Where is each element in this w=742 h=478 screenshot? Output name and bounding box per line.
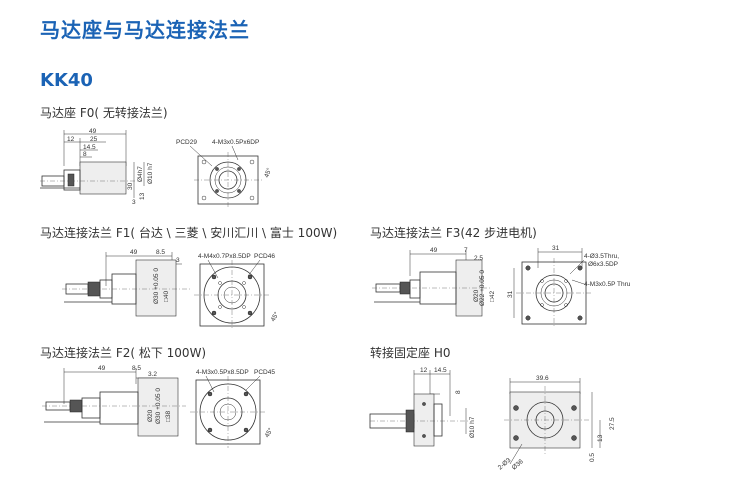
f2-dim: 8.5 (132, 365, 141, 372)
f1-angle-label: 45° (269, 310, 281, 323)
f3-thread-label: 4-M3x0.5P Thru (584, 281, 631, 288)
f0-dim: 14.5 (83, 144, 96, 151)
f0-front-view-drawing: PCD29 4-M3x0.5Px6DP 45° (176, 139, 273, 208)
f3-dim: Ø20 (473, 289, 480, 302)
h0-height-label: 27.5 (609, 417, 616, 430)
f2-dim: 3.2 (148, 371, 157, 378)
f2-pcd-label: PCD45 (254, 369, 275, 376)
f0-pcd-label: PCD29 (176, 139, 197, 146)
f3-dim: 7 (464, 247, 468, 254)
f0-dim: Ø4h7 (137, 166, 144, 182)
f3-front-view-drawing: 31 4-Ø3.5Thru, Ø6x3.5DP 4-M3x0.5P Thru 3… (507, 245, 631, 326)
h0-dim: 14.5 (434, 367, 447, 374)
f3-cbore-label: Ø6x3.5DP (588, 261, 618, 268)
f3-dim: □42 (489, 290, 496, 302)
f0-dim: 8 (83, 151, 87, 158)
h0-dim: Ø10 h7 (469, 416, 476, 438)
f0-dim: 3 (132, 199, 136, 206)
f2-side-view-drawing: 49 8.5 3.2 Ø20 Ø30 +0.05 0 □38 (42, 365, 186, 437)
f0-dim: Ø10 h7 (147, 162, 154, 184)
f0-thread-label: 4-M3x0.5Px6DP (212, 139, 259, 146)
f3-side-view-drawing: 49 7 2.5 Ø20 Ø22 +0.05 0 □42 (372, 247, 496, 317)
h0-dia-label: Ø36 (511, 458, 525, 472)
f2-front-view-drawing: 4-M3x0.5Px8.5DP PCD45 45° (190, 369, 275, 448)
f0-dim: 12 (67, 136, 75, 143)
h0-dim: 8 (455, 390, 462, 394)
f0-dim: 30 (127, 182, 134, 190)
f1-dim: □40 (163, 290, 170, 302)
page-title: 马达座与马达连接法兰 (40, 18, 250, 42)
f1-dim: 3 (176, 257, 180, 264)
f2-dim: □38 (165, 410, 172, 422)
f3-hole-label: 4-Ø3.5Thru, (584, 253, 619, 260)
section-title-f3: 马达连接法兰 F3(42 步进电机) (370, 226, 537, 240)
f0-angle-label: 45° (262, 166, 273, 178)
f0-dim: 13 (139, 192, 146, 200)
model-heading: KK40 (40, 70, 93, 91)
f2-thread-label: 4-M3x0.5Px8.5DP (196, 369, 249, 376)
f2-dim: Ø30 +0.05 0 (155, 388, 162, 424)
h0-height-label: 13 (597, 434, 604, 442)
h0-offset-label: 0.5 (589, 453, 596, 462)
h0-hole-label: 2-Ø3 (497, 457, 513, 472)
f2-dim: 49 (98, 365, 106, 372)
f2-dim: Ø20 (147, 409, 154, 422)
f2-angle-label: 45° (263, 426, 275, 439)
h0-width-label: 39.6 (536, 375, 549, 382)
f1-side-view-drawing: 49 8.5 3 Ø30 +0.05 0 □40 (62, 249, 190, 317)
h0-side-view-drawing: 12 14.5 8 Ø10 h7 (369, 367, 476, 447)
section-title-f0: 马达座 F0( 无转接法兰) (40, 106, 168, 120)
f3-dim: 49 (430, 247, 438, 254)
f0-dim: 25 (90, 136, 98, 143)
f1-dim: 49 (130, 249, 138, 256)
f1-thread-label: 4-M4x0.7Px8.5DP (198, 253, 251, 260)
section-title-h0: 转接固定座 H0 (370, 346, 451, 360)
f1-dim: Ø30 +0.05 0 (153, 268, 160, 304)
f1-front-view-drawing: 4-M4x0.7Px8.5DP PCD46 45° (194, 253, 281, 330)
f3-height-label: 31 (507, 290, 514, 298)
f0-dim: 49 (89, 128, 97, 135)
f1-pcd-label: PCD46 (254, 253, 275, 260)
f0-side-view-drawing: 49 12 25 14.5 8 Ø4h7 Ø10 h7 30 13 3 (40, 128, 154, 206)
f3-dim: 2.5 (474, 255, 483, 262)
f1-dim: 8.5 (156, 249, 165, 256)
h0-front-view-drawing: 39.6 27.5 13 0.5 2-Ø3 Ø36 (497, 375, 616, 472)
section-title-f2: 马达连接法兰 F2( 松下 100W) (40, 346, 207, 360)
f3-width-label: 31 (552, 245, 560, 252)
h0-dim: 12 (420, 367, 428, 374)
section-title-f1: 马达连接法兰 F1( 台达 \ 三菱 \ 安川汇川 \ 富士 100W) (40, 226, 338, 240)
f3-dim: Ø22 +0.05 0 (479, 270, 486, 306)
